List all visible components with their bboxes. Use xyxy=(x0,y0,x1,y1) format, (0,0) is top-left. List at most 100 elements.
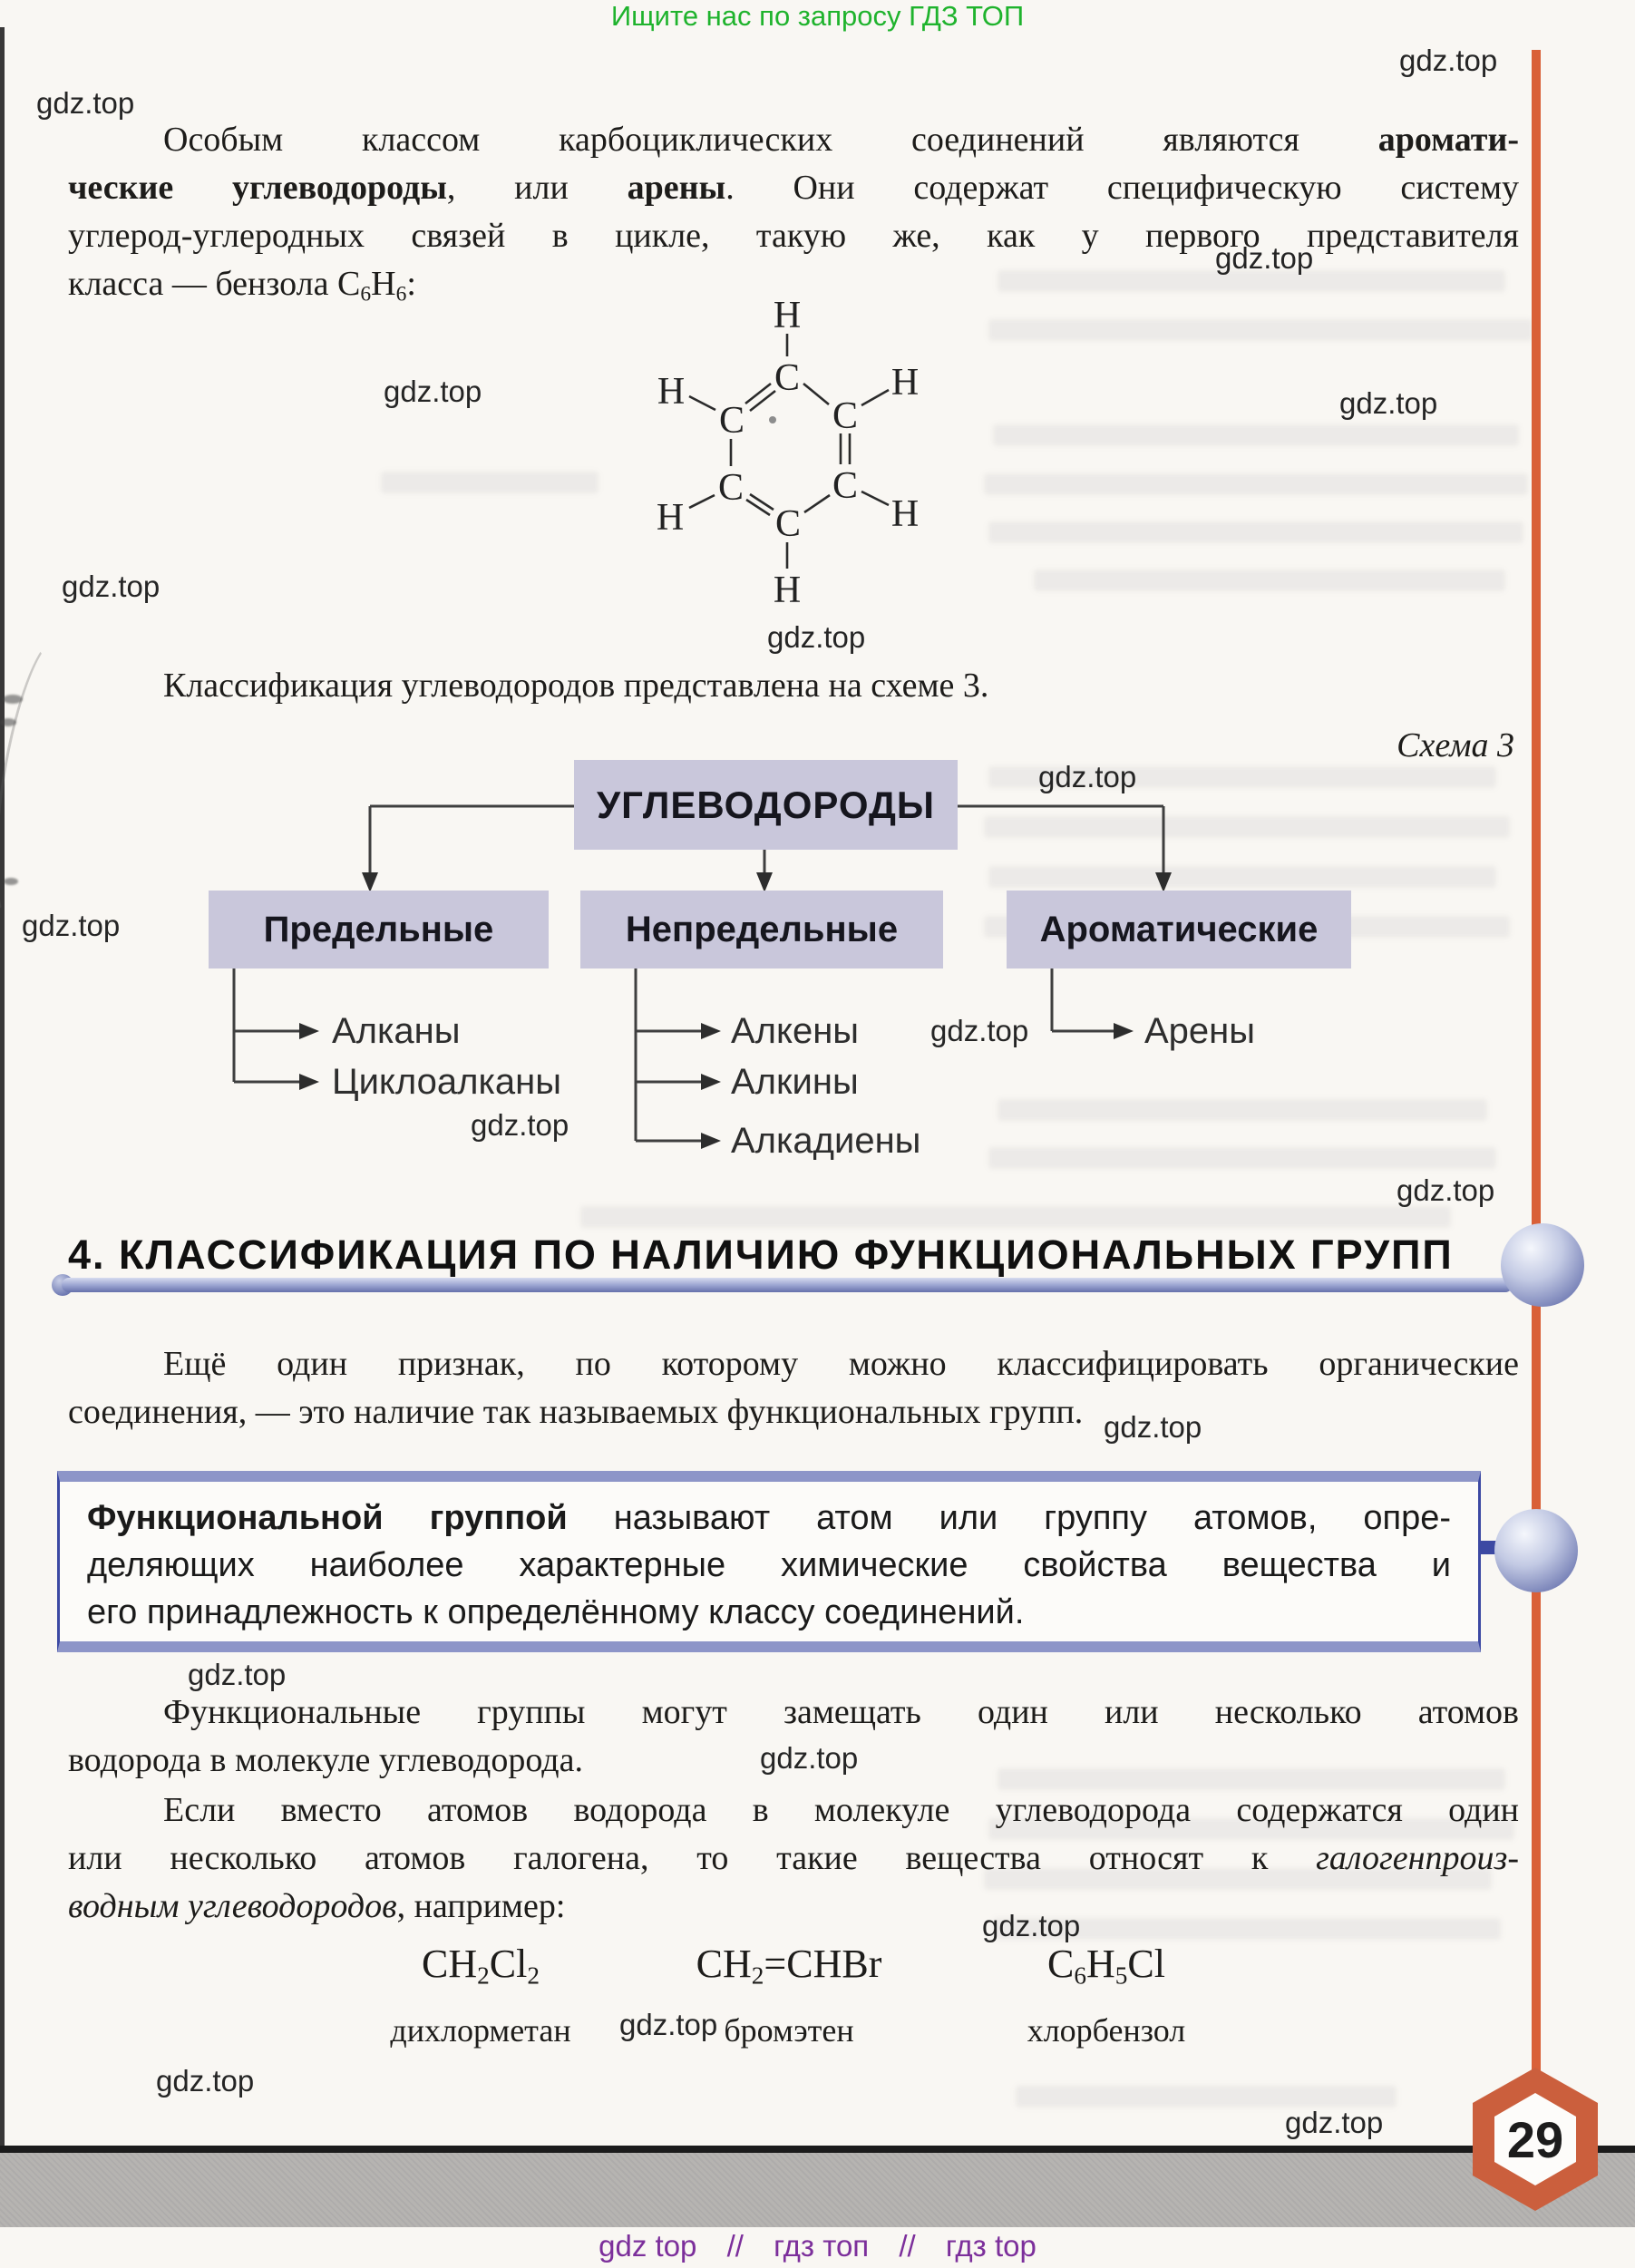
scheme-intro-paragraph: Классификация углеводородов представлена… xyxy=(163,667,989,705)
scheme-item-alkanes: Алканы xyxy=(332,1011,461,1051)
substance-name: бромэтен xyxy=(724,2012,854,2049)
watermark: gdz.top xyxy=(156,2064,255,2098)
watermark: gdz.top xyxy=(1215,241,1314,275)
scheme-item-alkadienes: Алкадиены xyxy=(731,1121,921,1161)
scan-smudge xyxy=(3,695,23,704)
bleed-through-artifact xyxy=(988,521,1523,543)
bleed-through-artifact xyxy=(998,1768,1505,1790)
bleed-through-artifact xyxy=(381,472,599,493)
example-dichloromethane: CH2Cl2 дихлорметан xyxy=(363,1941,599,2049)
formula: C6H5Cl xyxy=(1047,1942,1165,1990)
intro-paragraph: Особым классом карбоциклических соединен… xyxy=(68,116,1519,308)
footer-link-gdz-top[interactable]: gdz top xyxy=(599,2229,697,2263)
carbon-atom: C xyxy=(719,400,745,442)
watermark: gdz.top xyxy=(471,1108,569,1142)
definition-line-3: его принадлежность к определённому класс… xyxy=(87,1593,1025,1631)
page-bottom-edge-line xyxy=(0,2146,1635,2153)
footer-separator: // xyxy=(726,2229,744,2263)
watermark: gdz.top xyxy=(36,86,135,120)
watermark: gdz.top xyxy=(1339,386,1438,420)
watermark: gdz.top xyxy=(619,2008,718,2041)
watermark: gdz.top xyxy=(767,620,866,654)
watermark: gdz.top xyxy=(384,375,482,408)
bleed-through-artifact xyxy=(988,766,1496,788)
footer-links: gdz top // гдз топ // гдз top xyxy=(0,2229,1635,2263)
footer-separator: // xyxy=(899,2229,916,2263)
promo-banner-text: Ищите нас по запросу ГДЗ ТОП xyxy=(610,0,1025,32)
hydrogen-atom: H xyxy=(891,362,919,404)
definition-box-sphere xyxy=(1494,1509,1578,1592)
watermark: gdz.top xyxy=(982,1909,1081,1942)
definition-line-2: деляющих наиболее характерные химические… xyxy=(87,1546,1451,1584)
heading-rule-sphere xyxy=(1501,1223,1584,1307)
scheme-caption: Схема 3 xyxy=(1397,726,1514,764)
watermark: gdz.top xyxy=(62,569,161,603)
scheme-item-cycloalkanes: Циклоалканы xyxy=(332,1062,561,1102)
bleed-through-artifact xyxy=(984,816,1510,838)
watermark: gdz.top xyxy=(22,909,121,942)
bleed-through-artifact xyxy=(998,1099,1487,1121)
carbon-atom: C xyxy=(774,357,800,399)
substance-name: хлорбензол xyxy=(1027,2012,1186,2049)
bleed-through-artifact xyxy=(988,1147,1496,1169)
formula: CH2=CHBr xyxy=(696,1942,882,1990)
scheme-connector-lines xyxy=(232,804,1172,1149)
scheme-item-alkenes: Алкены xyxy=(731,1011,860,1051)
formula: CH2Cl2 xyxy=(422,1942,540,1990)
bleed-through-artifact xyxy=(984,1868,1492,1890)
halogen-line-2: или несколько атомов галогена, то такие … xyxy=(68,1839,1519,1877)
bleed-through-artifact xyxy=(993,1918,1501,1940)
bleed-through-artifact xyxy=(984,473,1528,495)
halogen-paragraph: Если вместо атомов водорода в молекуле у… xyxy=(68,1786,1519,1931)
watermark: gdz.top xyxy=(930,1014,1029,1047)
hydrogen-atom: H xyxy=(657,371,685,413)
bleed-through-artifact xyxy=(998,270,1505,292)
example-bromoethene: CH2=CHBr бромэтен xyxy=(671,1941,907,2049)
page-number-hexagon: 29 xyxy=(1473,2068,1598,2211)
scheme-item-arenes: Арены xyxy=(1144,1011,1256,1051)
scheme-item-alkynes: Алкины xyxy=(731,1062,859,1102)
halogen-line-3: водным углеводородов, например: xyxy=(68,1887,566,1925)
page-accent-line xyxy=(1532,50,1541,2150)
carbon-atom: C xyxy=(832,395,858,437)
scan-smudge xyxy=(0,718,16,726)
scan-bottom-band xyxy=(0,2153,1635,2227)
footer-link-gdz-top-mixed[interactable]: гдз top xyxy=(945,2229,1036,2263)
watermark: gdz.top xyxy=(760,1741,859,1775)
intro-line-3: углерод-углеродных связей в цикле, такую… xyxy=(68,217,1519,255)
scan-edge-line xyxy=(0,27,5,2149)
substitution-paragraph: Функциональные группы могут замещать оди… xyxy=(68,1693,1519,1779)
bleed-through-artifact xyxy=(580,1206,1451,1228)
carbon-atom: C xyxy=(775,503,801,545)
example-chlorobenzene: C6H5Cl хлорбензол xyxy=(988,1941,1224,2049)
watermark: gdz.top xyxy=(1038,760,1137,793)
scheme-box-saturated: Предельные xyxy=(209,891,549,969)
ring-center-dot xyxy=(769,416,776,423)
halogen-line-1: Если вместо атомов водорода в молекуле у… xyxy=(163,1791,1519,1829)
bleed-through-artifact xyxy=(988,866,1496,888)
hydrogen-atom: H xyxy=(774,569,801,611)
scheme-box-unsaturated: Непредельные xyxy=(580,891,943,969)
section-4-heading: 4. КЛАССИФИКАЦИЯ ПО НАЛИЧИЮ ФУНКЦИОНАЛЬН… xyxy=(68,1231,1454,1278)
scheme-box-aromatic: Ароматические xyxy=(1007,891,1351,969)
carbon-atom: C xyxy=(832,465,858,507)
hydrogen-atom: H xyxy=(891,493,919,535)
watermark: gdz.top xyxy=(1399,44,1498,77)
heading-rule xyxy=(62,1278,1513,1292)
hydrogen-atom: H xyxy=(774,295,801,336)
bleed-through-artifact xyxy=(988,319,1533,341)
watermark: gdz.top xyxy=(1104,1410,1202,1444)
watermark: gdz.top xyxy=(1397,1173,1495,1207)
page-number: 29 xyxy=(1507,2111,1563,2168)
benzene-structure-diagram: C C C C C C H H H H H H xyxy=(657,295,919,611)
watermark: gdz.top xyxy=(188,1658,287,1691)
intro-line-4: класса — бензола C6H6: xyxy=(68,265,416,307)
hydrogen-atom: H xyxy=(657,497,684,539)
scan-smudge xyxy=(4,878,18,885)
bleed-through-artifact xyxy=(1034,569,1505,591)
bleed-through-artifact xyxy=(993,424,1519,446)
bleed-through-artifact xyxy=(1016,2086,1397,2107)
substance-name: дихлорметан xyxy=(390,2012,571,2049)
footer-link-gdz-top-cyr[interactable]: гдз топ xyxy=(774,2229,870,2263)
